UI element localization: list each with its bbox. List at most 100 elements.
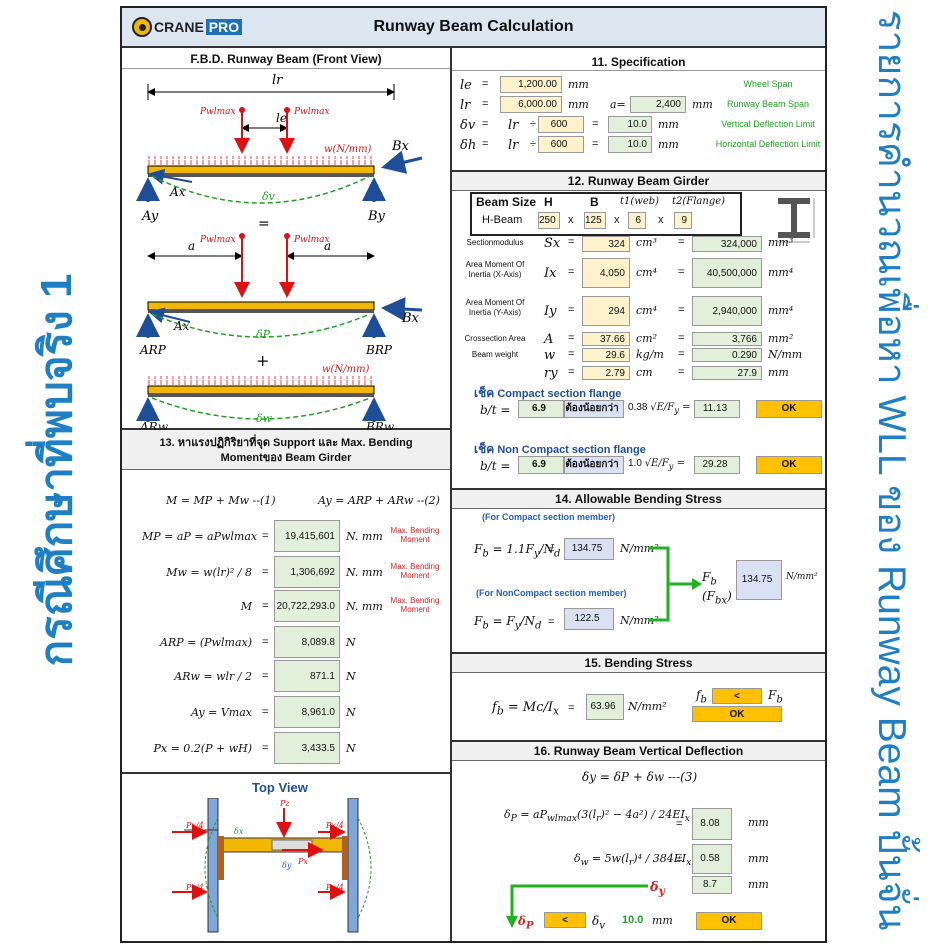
label-delta-p: δP <box>256 328 271 341</box>
specification-title: 11. Specification <box>452 54 825 71</box>
fb-result-unit: N/mm² <box>786 572 818 582</box>
spec-eq: = <box>482 118 489 130</box>
beam-size-label: Beam Size <box>476 195 537 209</box>
logo-text-pro: PRO <box>205 19 243 35</box>
reaction-section: 13. หาแรงปฏิกิริยาที่จุด Support และ Max… <box>122 430 450 774</box>
green-bracket <box>648 546 702 622</box>
check1-ok: OK <box>756 400 822 418</box>
prop-name: Crossection Area <box>464 334 526 343</box>
girder-section: 12. Runway Beam Girder Beam Size H B t1(… <box>452 172 825 490</box>
reaction-row-eq: = <box>262 636 269 648</box>
fb1-eq: = <box>548 544 555 556</box>
spec-value: 600 <box>538 136 584 153</box>
dw-formula: δw = 5w(lr)⁴ / 384EIx <box>574 852 692 869</box>
fb-result-value: 134.75 <box>736 560 782 600</box>
header-t1: t1(web) <box>620 196 660 207</box>
reaction-row-label: M <box>240 600 252 613</box>
spec-value: 1,200.00 <box>500 76 562 93</box>
label-pwl-4: Pwlmax <box>293 235 330 245</box>
header-h: H <box>544 195 553 209</box>
prop-value-mm: 27.9 <box>692 366 762 380</box>
spec-symbol: δh <box>460 138 477 153</box>
x-sep-2: x <box>614 214 620 226</box>
label-a-2: a <box>324 239 331 253</box>
check2-compare: ต้องน้อยกว่า <box>564 456 624 474</box>
label-bx-1: Bx <box>391 139 410 154</box>
spec-a-value: 2,400 <box>630 96 686 113</box>
prop-value-mm: 0.290 <box>692 348 762 362</box>
reaction-title: 13. หาแรงปฏิกิริยาที่จุด Support และ Max… <box>122 430 450 470</box>
prop-unit-cm: cm⁴ <box>636 304 658 317</box>
spec-a-label: a= <box>610 98 626 111</box>
fbd-title: F.B.D. Runway Beam (Front View) <box>122 50 450 69</box>
prop-eq2: = <box>678 236 685 248</box>
beam-h-value: 250 <box>538 212 560 229</box>
reaction-row-label: Ay = Vmax <box>190 706 252 719</box>
check1-compare: ต้องน้อยกว่า <box>564 400 624 418</box>
prop-symbol: Iy <box>544 304 557 319</box>
prop-eq: = <box>568 236 575 248</box>
dp-eq: = <box>676 818 683 830</box>
prop-value-mm: 2,940,000 <box>692 296 762 326</box>
prop-value-cm: 294 <box>582 296 630 326</box>
prop-name: Sectionmodulus <box>466 238 524 247</box>
dy-label: δy <box>650 880 665 898</box>
spec-result: 10.0 <box>608 136 652 153</box>
spec-note: Runway Beam Span <box>726 99 810 109</box>
prop-eq2: = <box>678 304 685 316</box>
prop-symbol: Ix <box>544 266 557 281</box>
fb-lt: < <box>712 688 762 704</box>
reaction-row-value: 3,433.5 <box>274 732 340 764</box>
spec-div: ÷ <box>530 118 537 130</box>
tv-dy: δy <box>282 861 292 870</box>
prop-eq: = <box>568 332 575 344</box>
prop-unit-mm: mm <box>768 366 789 379</box>
header-t2: t2(Flange) <box>672 196 726 207</box>
reaction-row-note: Max. Bending Moment <box>390 596 440 614</box>
spec-note: Vertical Deflection Limit <box>721 119 815 129</box>
dw-eq: = <box>676 854 683 866</box>
spec-result: 10.0 <box>608 116 652 133</box>
spec-div: ÷ <box>530 138 537 150</box>
deflection-section: 16. Runway Beam Vertical Deflection δy =… <box>452 742 825 941</box>
equation-2: Ay = ARP + ARw --(2) <box>318 494 440 507</box>
topview-section: Top View Px/4 Px/4 Px/4 Px/4 Pz <box>122 774 450 941</box>
spec-symbol2: lr <box>508 138 519 153</box>
logo-text-crane: CRANE <box>154 19 204 35</box>
spec-eq2: = <box>592 138 599 150</box>
label-ay: Ay <box>141 209 159 224</box>
spec-unit: mm <box>658 138 679 151</box>
reaction-row-value: 19,415,601 <box>274 520 340 552</box>
deflection-limit-unit: mm <box>652 914 673 927</box>
reaction-row-unit: N <box>346 670 356 683</box>
crane-pro-logo: CRANE PRO <box>132 16 243 38</box>
reaction-row-unit: N <box>346 706 356 719</box>
fb2-formula: Fb = Fy/Nd <box>474 614 542 632</box>
page-title: Runway Beam Calculation <box>373 18 574 35</box>
spec-eq: = <box>482 78 489 90</box>
reaction-row-unit: N <box>346 742 356 755</box>
dy-unit: mm <box>748 878 769 891</box>
label-pwl-2: Pwlmax <box>293 107 330 117</box>
label-delta-v: δv <box>262 190 276 203</box>
prop-value-mm: 324,000 <box>692 236 762 252</box>
prop-unit-cm: cm³ <box>636 236 658 249</box>
prop-unit-mm: mm³ <box>768 236 794 249</box>
prop-eq2: = <box>678 266 685 278</box>
reaction-row-label: Px = 0.2(P + wH) <box>153 742 252 755</box>
fb-value: 63.96 <box>586 694 624 720</box>
reaction-row-eq: = <box>262 670 269 682</box>
prop-eq: = <box>568 266 575 278</box>
check2-title-th: เช็ค <box>474 442 495 456</box>
spec-unit: mm <box>658 118 679 131</box>
prop-unit-cm: cm <box>636 366 653 379</box>
prop-value-cm: 324 <box>582 236 630 252</box>
equation-3: δy = δP + δw ---(3) <box>582 770 698 784</box>
label-bx-2: Bx <box>401 311 420 326</box>
check2-title: เช็ค Non Compact section flange <box>474 440 646 459</box>
fb-unit: N/mm² <box>628 700 667 713</box>
dp-check-label: δP <box>518 914 534 932</box>
spec-a-unit: mm <box>692 98 713 111</box>
fbd-diagram: lr Pwlmax Pwlmax le w(N/mm) Bx Ax Ay By … <box>136 73 423 425</box>
label-w-1: w(N/mm) <box>324 144 372 155</box>
